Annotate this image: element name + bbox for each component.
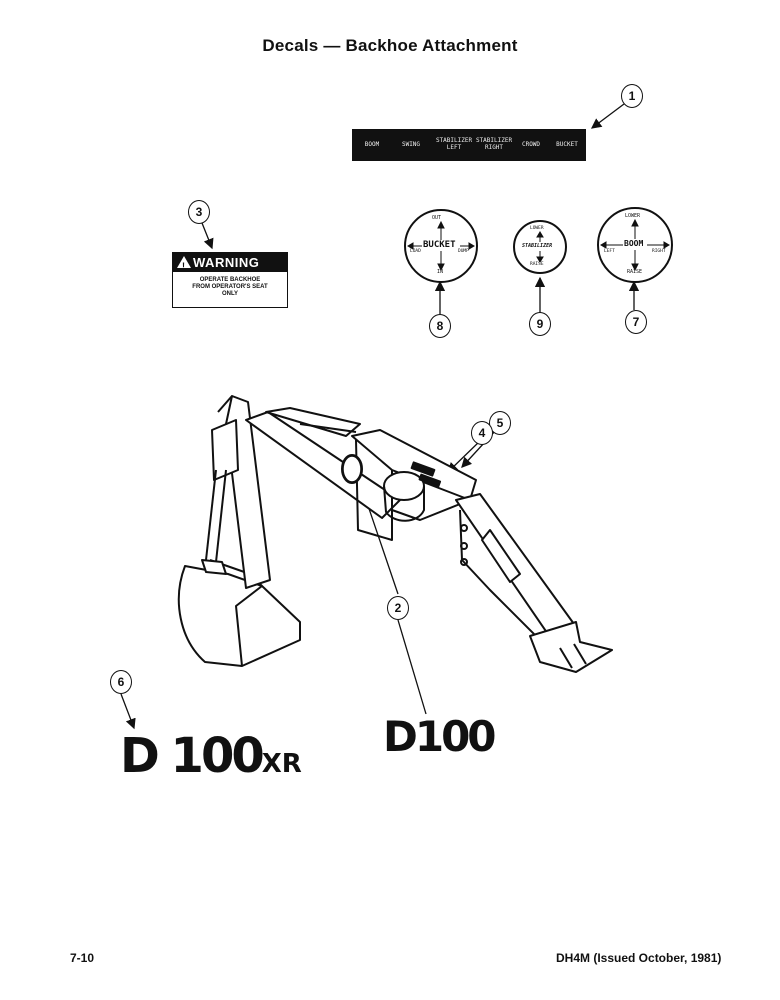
model-xr-suffix: XR bbox=[261, 749, 302, 779]
callout-5: 5 bbox=[489, 411, 511, 435]
callout-9: 9 bbox=[529, 312, 551, 336]
leader-4 bbox=[447, 439, 482, 473]
callout-3: 3 bbox=[188, 200, 210, 224]
leader-2b bbox=[397, 619, 427, 715]
callout-2: 2 bbox=[387, 596, 409, 620]
document-id: DH4M (Issued October, 1981) bbox=[556, 951, 722, 965]
leader-3 bbox=[201, 222, 214, 250]
warning-decal: !WARNING OPERATE BACKHOE FROM OPERATOR'S… bbox=[172, 252, 288, 308]
strip-label-stabilizer-left: STABILIZER LEFT bbox=[435, 137, 473, 151]
leader-1 bbox=[590, 103, 625, 129]
boom-gauge-top: LOWER bbox=[625, 213, 641, 219]
warning-line-2: FROM OPERATOR'S SEAT bbox=[192, 284, 268, 290]
warning-line-3: ONLY bbox=[221, 291, 239, 297]
stabilizer-gauge-top: LOWER bbox=[530, 226, 544, 231]
boom-gauge-bottom: RAISE bbox=[627, 269, 643, 275]
callout-7: 7 bbox=[625, 310, 647, 334]
callout-6: 6 bbox=[110, 670, 132, 694]
callout-1: 1 bbox=[621, 84, 643, 108]
bucket-gauge-left: LOAD bbox=[410, 249, 421, 254]
stabilizer-gauge-center: STABILIZER bbox=[522, 243, 553, 249]
bucket-gauge-top: OUT bbox=[432, 215, 442, 221]
stabilizer-gauge-decal: LOWER STABILIZER RAISE bbox=[513, 220, 567, 274]
warning-body: OPERATE BACKHOE FROM OPERATOR'S SEAT ONL… bbox=[173, 272, 287, 298]
boom-gauge-right: RIGHT bbox=[652, 249, 666, 254]
model-xr-main: D 100 bbox=[120, 728, 265, 784]
model-decal-d100xr: D 100XR bbox=[120, 728, 302, 784]
boom-gauge-decal: LOWER BOOM LEFT RIGHT RAISE bbox=[597, 207, 673, 283]
bucket-gauge-decal: OUT BUCKET LOAD DUMP IN bbox=[404, 209, 478, 283]
decal-2-on-boom bbox=[342, 455, 362, 483]
boom-gauge-left: LEFT bbox=[604, 249, 615, 254]
warning-triangle-icon: ! bbox=[177, 256, 191, 271]
strip-label-swing: SWING bbox=[401, 141, 421, 148]
stabilizer-gauge-bottom: RAISE bbox=[530, 262, 544, 267]
warning-header: !WARNING bbox=[173, 253, 287, 272]
callout-8: 8 bbox=[429, 314, 451, 338]
strip-label-boom: BOOM bbox=[364, 141, 380, 148]
bucket-gauge-arrows bbox=[407, 220, 475, 272]
page-title: Decals — Backhoe Attachment bbox=[262, 36, 518, 55]
warning-title: WARNING bbox=[193, 255, 260, 270]
bucket-gauge-center: BUCKET bbox=[423, 240, 456, 250]
strip-label-stabilizer-right: STABILIZER RIGHT bbox=[475, 137, 513, 151]
leader-6 bbox=[120, 693, 136, 730]
stabilizer-gauge-arrows bbox=[521, 231, 559, 263]
page-number: 7-10 bbox=[70, 951, 95, 965]
bucket-gauge-bottom: IN bbox=[437, 269, 444, 275]
model-decal-d100: D100 bbox=[383, 712, 497, 761]
boom-gauge-center: BOOM bbox=[624, 239, 644, 248]
strip-label-crowd: CROWD bbox=[521, 141, 541, 148]
bucket-gauge-right: DUMP bbox=[458, 249, 469, 254]
strip-label-bucket: BUCKET bbox=[556, 141, 578, 148]
warning-line-1: OPERATE BACKHOE bbox=[199, 277, 261, 283]
boom-gauge-arrows bbox=[600, 218, 670, 272]
callout-4: 4 bbox=[471, 421, 493, 445]
control-decal-strip: BOOM SWING STABILIZER LEFT STABILIZER RI… bbox=[352, 129, 586, 161]
